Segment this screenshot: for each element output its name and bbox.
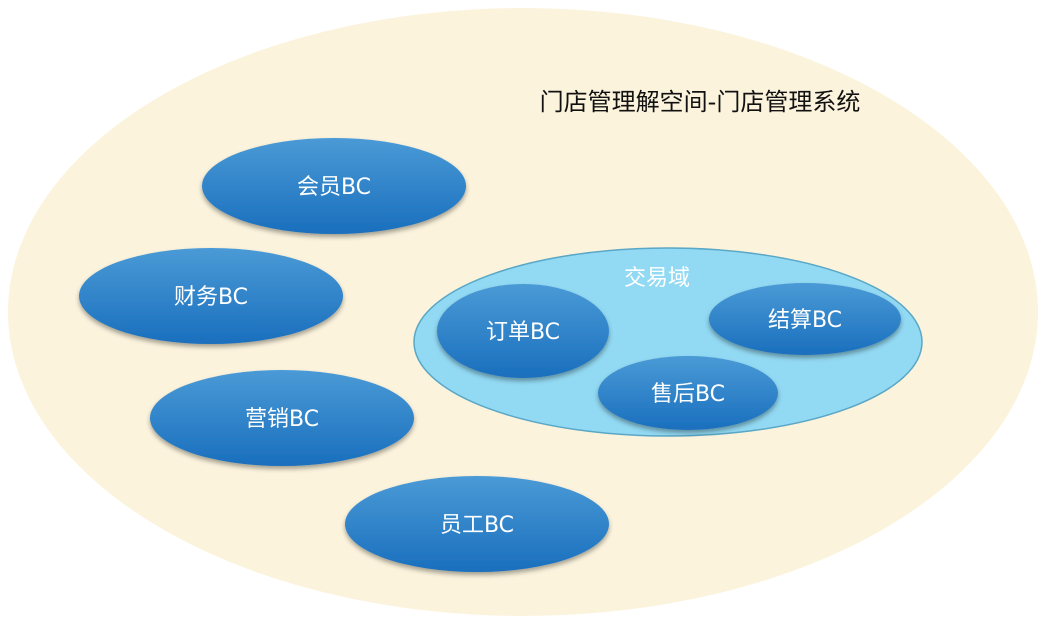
bc-order: 订单BC	[437, 284, 609, 378]
bc-aftersale-ellipse	[598, 356, 778, 430]
bc-settlement-ellipse	[709, 283, 901, 355]
bc-settlement-label: 结算BC	[768, 308, 842, 333]
bc-member-ellipse	[202, 138, 466, 234]
bc-settlement: 结算BC	[709, 283, 901, 355]
bc-staff-ellipse	[345, 476, 609, 572]
bc-member-label: 会员BC	[297, 175, 371, 200]
bc-staff-label: 员工BC	[440, 513, 514, 538]
bc-aftersale-label: 售后BC	[651, 382, 725, 407]
trade-domain-label: 交易域	[624, 266, 690, 291]
bc-marketing-ellipse	[150, 370, 414, 466]
bc-finance-ellipse	[79, 248, 343, 344]
bc-finance-label: 财务BC	[174, 285, 248, 310]
bc-order-ellipse	[437, 284, 609, 378]
bc-marketing-label: 营销BC	[245, 407, 319, 432]
bc-order-label: 订单BC	[486, 320, 560, 345]
solution-space-title: 门店管理解空间-门店管理系统	[540, 88, 861, 116]
bc-finance: 财务BC	[79, 248, 343, 344]
bc-aftersale: 售后BC	[598, 356, 778, 430]
bc-member: 会员BC	[202, 138, 466, 234]
bc-marketing: 营销BC	[150, 370, 414, 466]
bc-staff: 员工BC	[345, 476, 609, 572]
